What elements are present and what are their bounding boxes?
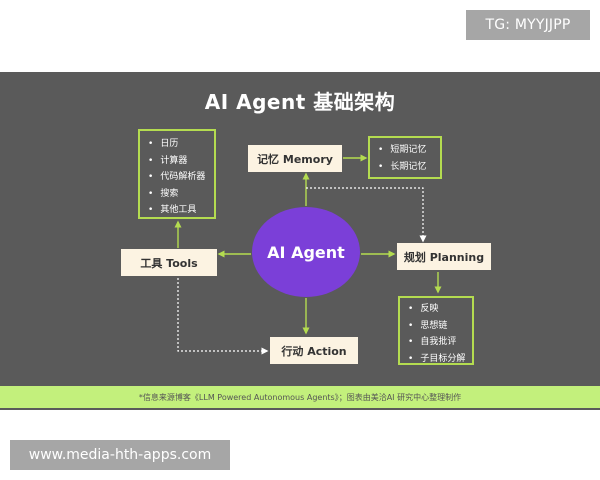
tools-list-item: 计算器	[148, 153, 208, 170]
memory-list: 短期记忆 长期记忆	[368, 136, 442, 179]
planning-list-item: 反映	[408, 301, 466, 318]
source-footnote: *信息来源博客《LLM Powered Autonomous Agents》；图…	[0, 386, 600, 408]
dotted-arrow-memory-to-planning	[306, 187, 427, 243]
dotted-arrow-tools-to-action	[177, 278, 269, 355]
diagram-title: AI Agent 基础架构	[204, 90, 396, 114]
tools-node: 工具 Tools	[121, 249, 217, 276]
planning-list-item: 自我批评	[408, 334, 466, 351]
tools-list-item: 搜索	[148, 186, 208, 203]
watermark-top: TG: MYYJJPP	[466, 10, 590, 40]
tools-list-item: 其他工具	[148, 202, 208, 219]
watermark-bottom: www.media-hth-apps.com	[10, 440, 230, 470]
memory-list-item: 短期记忆	[378, 142, 434, 159]
ai-agent-node: AI Agent	[252, 207, 360, 297]
tools-list-item: 日历	[148, 136, 208, 153]
action-node: 行动 Action	[270, 337, 358, 364]
memory-node: 记忆 Memory	[248, 145, 342, 172]
planning-list: 反映 思想链 自我批评 子目标分解	[398, 296, 474, 365]
planning-list-item: 子目标分解	[408, 351, 466, 368]
tools-list: 日历 计算器 代码解析器 搜索 其他工具	[138, 129, 216, 219]
planning-list-item: 思想链	[408, 318, 466, 335]
tools-list-item: 代码解析器	[148, 169, 208, 186]
planning-node: 规划 Planning	[397, 243, 491, 270]
memory-list-item: 长期记忆	[378, 159, 434, 176]
